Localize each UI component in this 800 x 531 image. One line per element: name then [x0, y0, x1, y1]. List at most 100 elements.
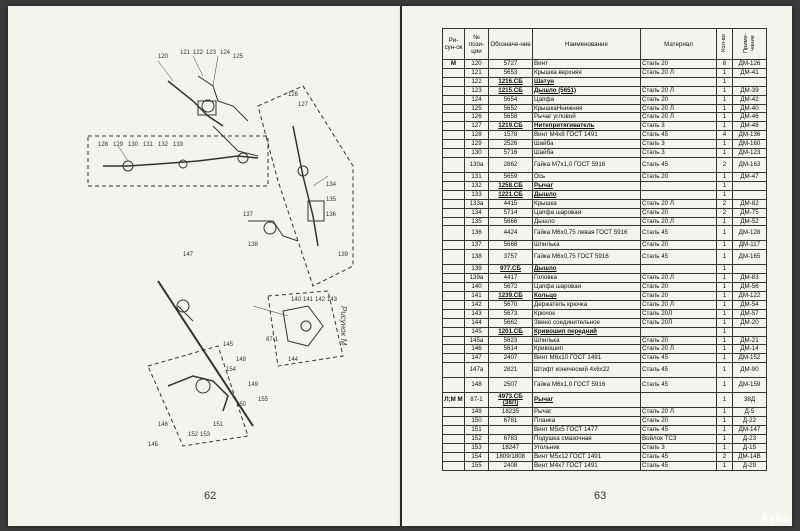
- table-cell-qty: 1: [716, 85, 733, 96]
- table-cell-mat: Сталь 45: [640, 460, 717, 471]
- table-cell-qty: 1: [716, 353, 733, 364]
- table-cell-mat: [640, 189, 717, 200]
- table-cell-mat: Сталь 20: [640, 335, 717, 346]
- table-cell-des: 5666: [488, 216, 533, 227]
- table-cell-pos: 125: [464, 103, 489, 114]
- table-cell-qty: 2: [716, 198, 733, 209]
- page-number: 62: [204, 490, 217, 502]
- table-cell-name: Гайка М6х0,75 левая ГОСТ 5916: [532, 225, 641, 242]
- table-cell-pos: 120: [464, 59, 489, 69]
- table-cell-note: ДМ-46: [732, 112, 767, 123]
- table-cell-des: 6781: [488, 416, 533, 427]
- table-cell-fig: Л;М М: [442, 392, 465, 409]
- table-cell-name: Гайка М6х1,0 ГОСТ 5916: [532, 377, 641, 394]
- table-cell-qty: 2: [716, 156, 733, 173]
- table-cell-mat: Сталь 20 Л: [640, 299, 717, 310]
- table-cell-name: Рычаг: [532, 392, 641, 409]
- table-cell-note: Д-5: [732, 407, 767, 418]
- callout-label: 147: [183, 252, 194, 258]
- table-cell-name: Шатун: [532, 76, 641, 87]
- table-cell-des: 2821: [488, 362, 533, 379]
- table-cell-fig: [442, 434, 465, 444]
- table-cell-mat: Сталь 3: [640, 121, 717, 132]
- column-header: № пози-ции: [464, 28, 489, 60]
- table-cell-des: 1215.СБ: [488, 85, 533, 96]
- table-cell-qty: 1: [716, 308, 733, 319]
- table-cell-mat: [640, 326, 717, 337]
- table-cell-qty: 1: [716, 335, 733, 346]
- table-cell-name: Цапфа: [532, 94, 641, 105]
- table-cell-mat: [640, 264, 717, 275]
- table-cell-note: ДМ-57: [732, 308, 767, 319]
- table-cell-note: ДМ-75: [732, 207, 767, 218]
- table-cell-note: ДМ-147: [732, 425, 767, 435]
- table-cell-pos: 155: [464, 460, 489, 471]
- table-cell-name: Головка: [532, 273, 641, 284]
- table-cell-note: ДМ-41: [732, 67, 767, 78]
- table-cell-des: 5727: [488, 59, 533, 69]
- column-header: Приме-чание: [732, 28, 767, 60]
- table-cell-note: ДМ-20: [732, 317, 767, 328]
- table-cell-des: 5653: [488, 67, 533, 78]
- table-cell-mat: Сталь 20 Л: [640, 198, 717, 209]
- table-cell-name: Кривошип передний: [532, 326, 641, 337]
- callout-label: 14Б: [148, 442, 159, 448]
- table-cell-fig: [442, 282, 465, 293]
- table-cell-mat: Сталь 20 Л: [640, 112, 717, 123]
- table-cell-fig: [442, 308, 465, 319]
- table-cell-des: 3757: [488, 249, 533, 266]
- table-cell-pos: 133: [464, 189, 489, 200]
- table-cell-qty: 1: [716, 299, 733, 310]
- table-cell-note: [732, 180, 767, 191]
- table-cell-pos: 139: [464, 264, 489, 275]
- table-cell-fig: [442, 171, 465, 182]
- callout-label: 127: [298, 102, 309, 108]
- table-cell-mat: Сталь 20 Л: [640, 85, 717, 96]
- callout-label: 128: [98, 142, 109, 148]
- table-cell-pos: 145: [464, 326, 489, 337]
- table-cell-pos: 138: [464, 249, 489, 266]
- table-cell-pos: 152: [464, 434, 489, 444]
- table-cell-pos: 149: [464, 407, 489, 418]
- table-cell-pos: 141: [464, 291, 489, 301]
- table-cell-name: Ось: [532, 171, 641, 182]
- table-cell-qty: 1: [716, 344, 733, 355]
- callout-label: 131: [143, 142, 154, 148]
- table-cell-pos: 153: [464, 442, 489, 453]
- callout-label: 137: [243, 212, 254, 218]
- table-cell-qty: 1: [716, 317, 733, 328]
- table-cell-fig: [442, 425, 465, 435]
- table-cell-mat: Сталь 3: [640, 148, 717, 158]
- table-cell-fig: [442, 344, 465, 355]
- table-cell-des: 5714: [488, 207, 533, 218]
- table-cell-des: 4424: [488, 225, 533, 242]
- table-cell-note: 38Д: [732, 392, 767, 409]
- callout-label: 150: [236, 402, 247, 408]
- table-cell-des: 4417: [488, 273, 533, 284]
- table-cell-pos: 133а: [464, 198, 489, 209]
- table-cell-mat: Сталь 20 Л: [640, 103, 717, 114]
- callout-label: 151: [213, 422, 224, 428]
- table-cell-fig: [442, 317, 465, 328]
- table-cell-note: Д-23: [732, 434, 767, 444]
- table-cell-des: 5652: [488, 103, 533, 114]
- table-cell-des: 2507: [488, 377, 533, 394]
- table-cell-des: 5658: [488, 112, 533, 123]
- table-cell-des: 18247: [488, 442, 533, 453]
- table-cell-pos: 87-1: [464, 392, 489, 409]
- table-cell-mat: Сталь 20 Л: [640, 216, 717, 227]
- table-cell-fig: [442, 139, 465, 150]
- table-cell-note: ДМ-56: [732, 282, 767, 293]
